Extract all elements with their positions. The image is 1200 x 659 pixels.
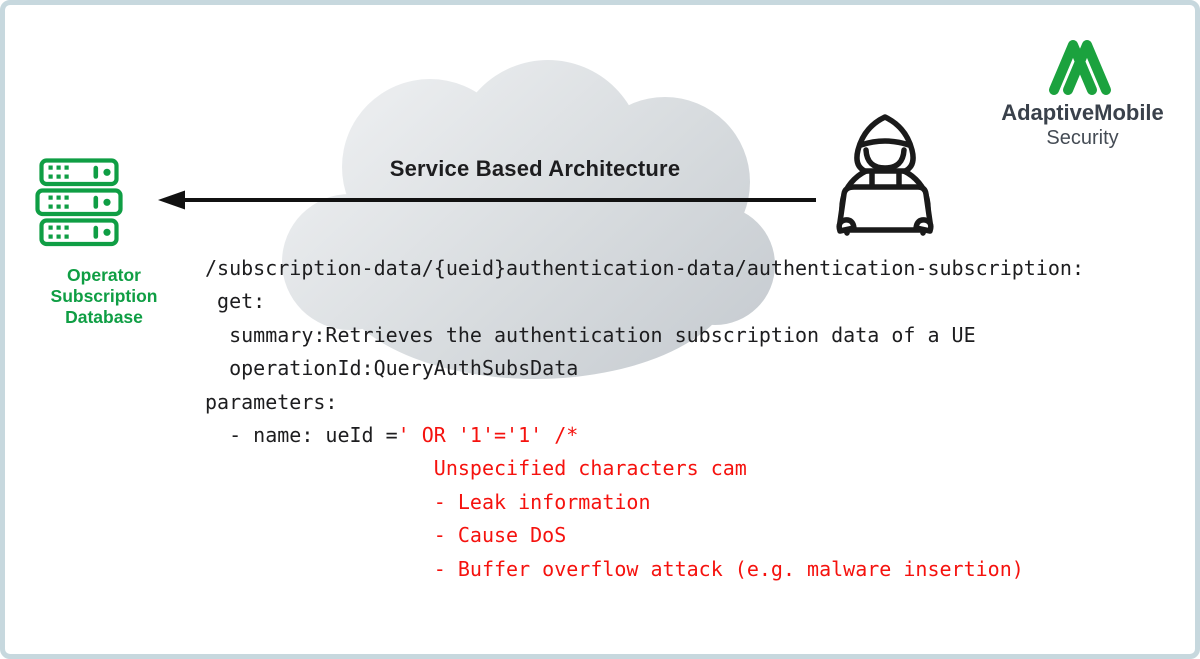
code-line: - name: ueId =' OR '1'='1' /* [205, 419, 1084, 452]
code-line: - Leak information [205, 486, 1084, 519]
database-label-line: Operator [67, 265, 141, 285]
code-text-red: - Cause DoS [205, 523, 567, 548]
code-line: get: [205, 285, 1084, 318]
code-text-red: Unspecified characters cam [205, 456, 747, 481]
cloud-title: Service Based Architecture [389, 156, 681, 181]
adaptivemobile-m-mark-icon [1048, 40, 1111, 95]
code-line: /subscription-data/{ueid}authentication-… [205, 252, 1084, 285]
code-text-red: - Leak information [205, 489, 651, 514]
code-line: - Cause DoS [205, 519, 1084, 552]
code-text-red: ' OR '1'='1' /* [397, 423, 579, 448]
code-text: /subscription-data/{ueid}authentication-… [205, 256, 1084, 280]
attack-arrow-icon [158, 190, 816, 210]
code-text: summary:Retrieves the authentication sub… [205, 322, 976, 347]
api-code-block: /subscription-data/{ueid}authentication-… [205, 252, 1084, 586]
code-line: operationId:QueryAuthSubsData [205, 352, 1084, 385]
database-label-line: Database [65, 307, 143, 327]
code-text: operationId:QueryAuthSubsData [205, 356, 579, 381]
cloud-shape [282, 60, 775, 379]
code-text: get: [205, 289, 266, 314]
code-line: Unspecified characters cam [205, 452, 1084, 485]
code-line: parameters: [205, 386, 1084, 419]
database-label: Operator Subscription Database [24, 265, 184, 328]
code-text-red: - Buffer overflow attack (e.g. malware i… [205, 556, 1024, 581]
hooded-hacker-laptop-icon [836, 114, 934, 236]
server-stack-icon [35, 158, 123, 247]
code-line: summary:Retrieves the authentication sub… [205, 319, 1084, 352]
code-text: parameters: [205, 389, 338, 414]
logo-sub-text: Security [1046, 127, 1119, 149]
code-line: - Buffer overflow attack (e.g. malware i… [205, 553, 1084, 586]
code-text: - name: ueId = [205, 423, 398, 448]
adaptivemobile-logo: AdaptiveMobile Security [990, 32, 1175, 150]
logo-brand-text: AdaptiveMobile [1001, 100, 1164, 125]
database-label-line: Subscription [50, 286, 158, 306]
operator-subscription-database: Operator Subscription Database [24, 150, 184, 328]
